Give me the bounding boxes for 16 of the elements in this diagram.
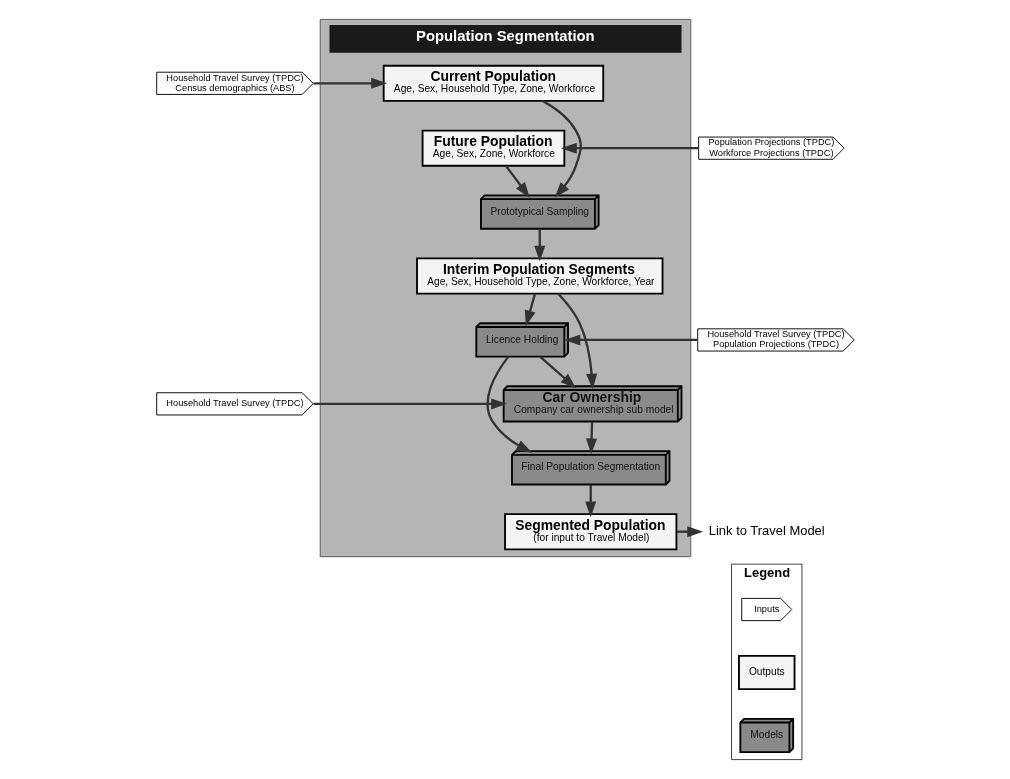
arrow: [504, 165, 530, 198]
node-box: Interim Population Segments Age, Sex, Household Type, Zone, Workforce, Year: [415, 257, 663, 295]
arrow: [313, 398, 507, 410]
node-box: Outputs: [737, 654, 795, 691]
arrow: [313, 77, 387, 89]
node-box: Future Population Age, Sex, Zone, Workforce: [421, 129, 565, 167]
arrow: [564, 334, 698, 346]
arrow: [560, 142, 698, 154]
arrow: [539, 355, 576, 389]
node-box: Current Population Age, Sex, Household Type, Zone, Workforce: [382, 64, 604, 102]
arrow: [524, 293, 536, 327]
arrow: [541, 100, 582, 198]
arrow: [485, 355, 532, 453]
arrow: [556, 292, 597, 390]
node-text: Link to Travel Model: [708, 523, 825, 539]
node-box: Segmented Population (for input to Travel Model): [503, 513, 677, 551]
